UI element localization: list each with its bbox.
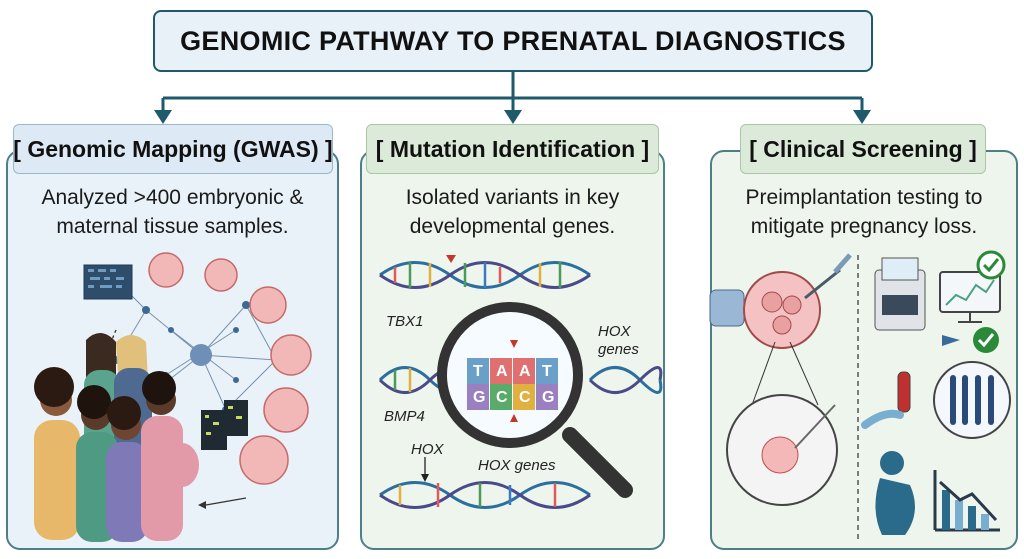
- women-group-icon: [34, 332, 199, 542]
- base-letter: G: [473, 389, 486, 406]
- base-letter: G: [542, 389, 555, 406]
- sequencer-icon: [874, 257, 1001, 331]
- dna-helix-icon: [588, 366, 663, 394]
- data-grid-icon: [201, 410, 227, 450]
- gene-label-bmp4: BMP4: [384, 408, 425, 425]
- base-letter: T: [473, 363, 483, 380]
- dna-helix-icon: [379, 481, 591, 509]
- panel-description-line: Isolated variants in key: [405, 186, 620, 209]
- gwas-illustration: [34, 252, 312, 542]
- panel-heading-mutation-identification: [ Mutation Identification ]: [366, 124, 659, 174]
- pregnant-woman-icon: [875, 451, 915, 535]
- gene-label-hox-genes-bottom: HOX genes: [478, 457, 556, 474]
- base-letter: C: [496, 389, 508, 406]
- declining-chart-icon: [933, 470, 1000, 532]
- panel-heading-genomic-mapping: [ Genomic Mapping (GWAS) ]: [13, 124, 333, 174]
- panel-description-line: mitigate pregnancy loss.: [750, 215, 978, 238]
- base-letter: A: [519, 363, 531, 380]
- microscope-icon: [709, 253, 852, 349]
- sequence-bases: [467, 358, 558, 410]
- panel-description-clinical-screening: Preimplantation testing to mitigate preg…: [710, 183, 1018, 241]
- panel-description-line: Analyzed >400 embryonic &: [41, 186, 304, 209]
- base-letter: A: [496, 363, 508, 380]
- panel-description-genomic-mapping: Analyzed >400 embryonic & maternal tissu…: [6, 183, 339, 241]
- panel-heading-clinical-screening: [ Clinical Screening ]: [740, 124, 986, 174]
- panel-description-line: developmental genes.: [409, 215, 616, 238]
- base-letter: T: [542, 363, 552, 380]
- embryo-icon: [148, 252, 312, 485]
- gene-label-hox: HOX: [411, 441, 444, 458]
- panel-description-line: Preimplantation testing to: [745, 186, 983, 209]
- panel-description-mutation-identification: Isolated variants in key developmental g…: [360, 183, 665, 241]
- page-title: GENOMIC PATHWAY TO PRENATAL DIAGNOSTICS: [153, 10, 873, 72]
- embryo-icon: [761, 436, 799, 474]
- panel-description-line: maternal tissue samples.: [56, 215, 289, 238]
- mutation-illustration: [378, 255, 663, 509]
- clinical-illustration: [709, 250, 1011, 540]
- chromosome-icon: [933, 361, 1011, 439]
- flow-connectors: [154, 72, 871, 124]
- gene-label-tbx1: TBX1: [386, 313, 424, 330]
- base-letter: C: [519, 389, 531, 406]
- check-icon: [973, 250, 1006, 353]
- gene-label-hox-genes-right: HOX genes: [598, 323, 639, 358]
